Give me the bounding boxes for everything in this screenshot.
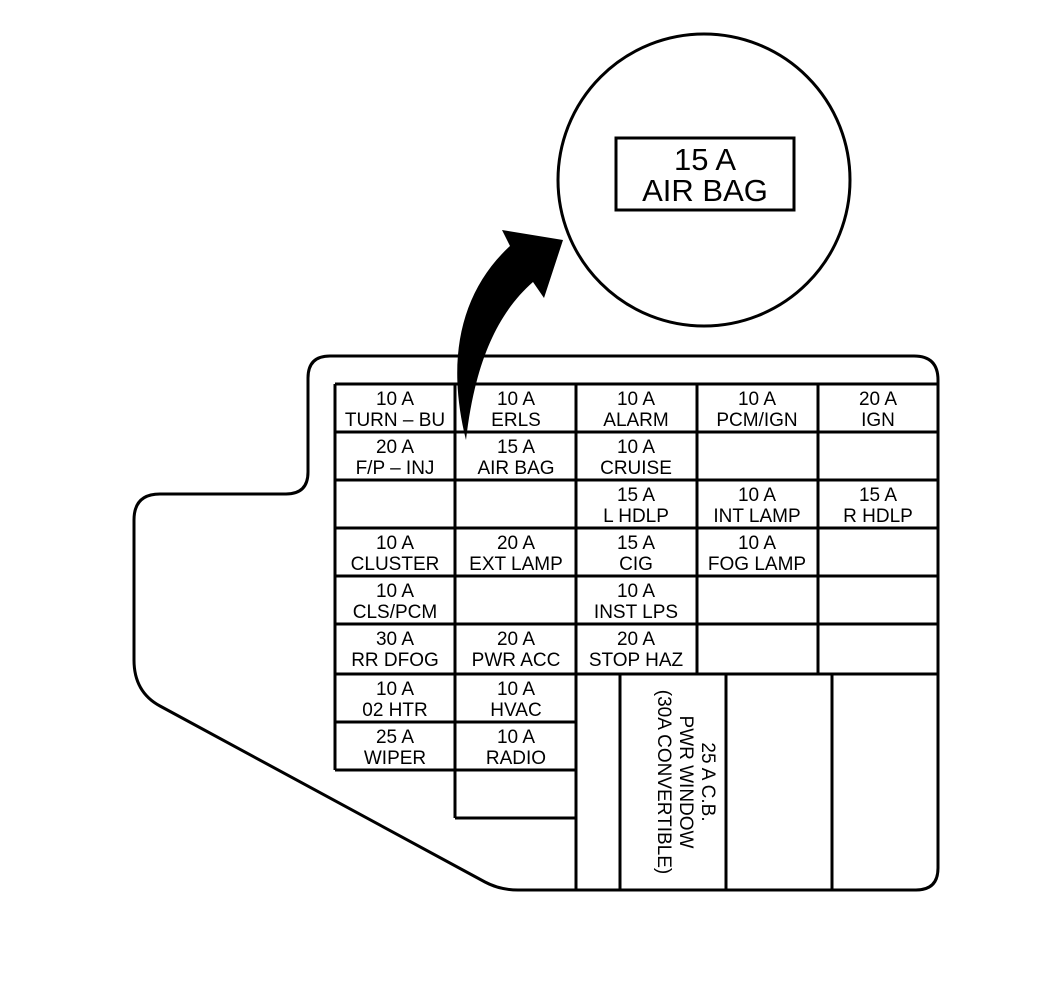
callout-fuse-name: AIR BAG — [642, 173, 768, 208]
fuse-name: CLUSTER — [351, 554, 440, 575]
circuit-breaker-label: 25 A C.B. PWR WINDOW (30A CONVERTIBLE) — [653, 690, 718, 874]
callout-arrow — [457, 230, 563, 440]
fuse-rating: 10 A — [497, 727, 535, 748]
fuse-rating: 10 A — [376, 389, 414, 410]
fuse-rating: 15 A — [497, 437, 535, 458]
fuse-rating: 20 A — [497, 629, 535, 650]
fuse-panel-outline — [132, 354, 940, 892]
fuse-name: STOP HAZ — [589, 650, 684, 671]
fuse-name: WIPER — [364, 748, 426, 769]
fuse-rating: 20 A — [859, 389, 897, 410]
fuse-rating: 10 A — [738, 533, 776, 554]
fuse-rating: 10 A — [376, 533, 414, 554]
fuse-name: ERLS — [491, 410, 541, 431]
fuse-rating: 10 A — [617, 437, 655, 458]
fuse-rating: 15 A — [617, 485, 655, 506]
callout-fuse-rating: 15 A — [674, 142, 736, 177]
fuse-rating: 30 A — [376, 629, 414, 650]
fuse-rating: 20 A — [617, 629, 655, 650]
fuse-rating: 10 A — [738, 389, 776, 410]
fuse-cell-r3c3: 15 AL HDLP — [603, 485, 669, 527]
fuse-grid — [333, 382, 938, 890]
fuse-rating: 10 A — [617, 581, 655, 602]
fuse-rating: 10 A — [497, 389, 535, 410]
fuse-rating: 15 A — [617, 533, 655, 554]
fuse-name: TURN – BU — [345, 410, 445, 431]
callout-circle — [556, 32, 852, 328]
circuit-breaker-name: PWR WINDOW — [675, 716, 696, 849]
fuse-name: RADIO — [486, 748, 546, 769]
fuse-name: L HDLP — [603, 506, 669, 527]
fuse-rating: 10 A — [738, 485, 776, 506]
fuse-name: AIR BAG — [477, 458, 554, 479]
fuse-name: INST LPS — [594, 602, 678, 623]
fuse-name: FOG LAMP — [708, 554, 806, 575]
fuse-name: PWR ACC — [472, 650, 561, 671]
callout-fuse-box — [614, 136, 796, 212]
fuse-rating: 10 A — [376, 679, 414, 700]
fuse-name: EXT LAMP — [469, 554, 563, 575]
fuse-cell-r3c5: 15 AR HDLP — [843, 485, 913, 527]
fuse-name: CIG — [619, 554, 653, 575]
fuse-name: F/P – INJ — [356, 458, 435, 479]
fuse-name: CRUISE — [600, 458, 672, 479]
fuse-rating: 15 A — [859, 485, 897, 506]
fuse-rating: 10 A — [497, 679, 535, 700]
fuse-name: CLS/PCM — [353, 602, 437, 623]
fuse-name: PCM/IGN — [716, 410, 797, 431]
fuse-rating: 20 A — [376, 437, 414, 458]
fuse-name: INT LAMP — [713, 506, 800, 527]
fuse-name: 02 HTR — [362, 700, 427, 721]
fuse-rating: 20 A — [497, 533, 535, 554]
circuit-breaker-note: (30A CONVERTIBLE) — [653, 690, 674, 874]
fuse-rating: 25 A — [376, 727, 414, 748]
fuse-rating: 10 A — [617, 389, 655, 410]
circuit-breaker-rating: 25 A C.B. — [697, 742, 718, 821]
fuse-name: HVAC — [490, 700, 541, 721]
fuse-name: IGN — [861, 410, 895, 431]
fuse-cell-r7c1: 10 A02 HTR — [362, 679, 427, 721]
fuse-cell-r2c1: 20 AF/P – INJ — [356, 437, 435, 479]
fuse-name: ALARM — [603, 410, 668, 431]
fuse-rating: 10 A — [376, 581, 414, 602]
fuse-name: R HDLP — [843, 506, 913, 527]
fuse-name: RR DFOG — [351, 650, 439, 671]
fuse-cell-r6c1: 30 ARR DFOG — [351, 629, 439, 671]
